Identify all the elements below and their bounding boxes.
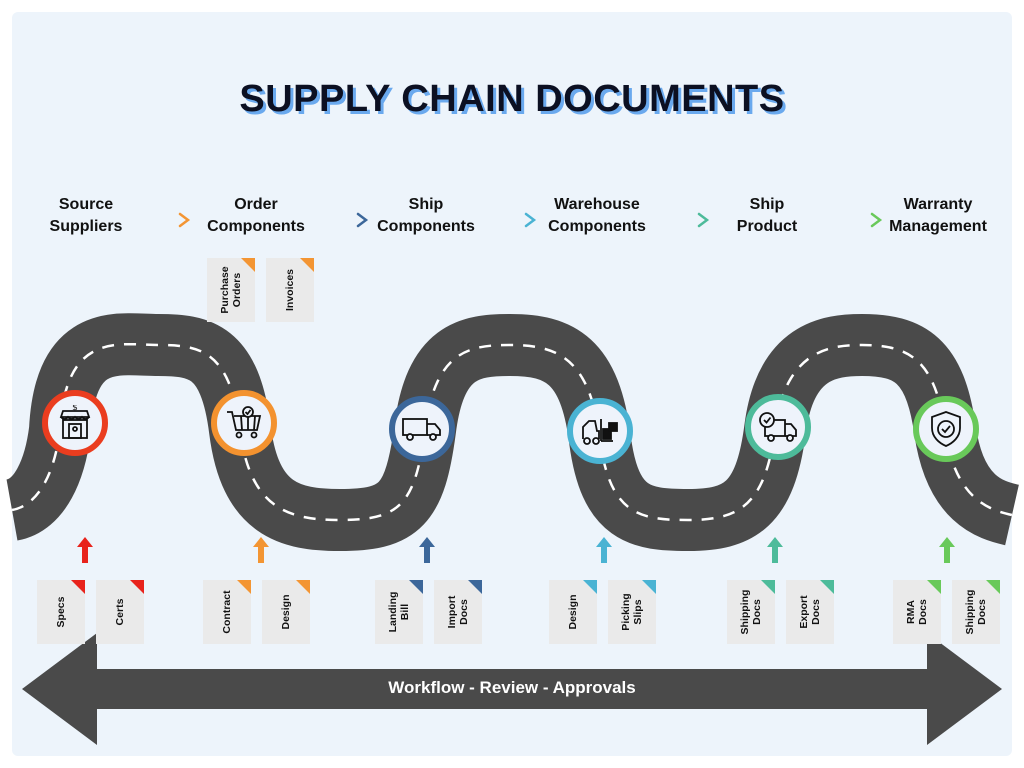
shield-icon [931,411,961,447]
workflow-double-arrow [22,633,1002,745]
winding-road [3,313,1020,552]
forklift-icon [582,419,618,445]
node-warranty-management [913,396,979,462]
stage-arrow-2 [316,212,369,228]
node-order-components [211,390,277,456]
delivery-truck-icon [759,412,797,442]
up-arrow-2 [253,537,269,563]
up-arrow-3 [419,537,435,563]
workflow-label: Workflow - Review - Approvals [388,678,636,697]
doc-contract: Contract [203,580,251,644]
doc-design-order: Design [262,580,310,644]
up-arrow-4 [596,537,612,563]
stage-arrow-1 [138,212,191,228]
doc-invoices: Invoices [266,258,314,322]
node-source-suppliers: $ [42,390,108,456]
node-ship-components [389,396,455,462]
up-arrow-1 [77,537,93,563]
svg-text:$: $ [72,405,78,413]
up-arrow-5 [767,537,783,563]
stage-arrow-3 [484,212,537,228]
up-arrow-6 [939,537,955,563]
node-ship-product [745,394,811,460]
diagram-background [12,12,1012,756]
cart-icon [227,406,262,439]
stage-arrow-5 [828,212,883,228]
doc-specs: Specs [37,580,85,644]
doc-certs: Certs [96,580,144,644]
shop-icon: $ [59,405,91,439]
stage-arrow-4 [657,212,710,228]
truck-icon [402,418,441,441]
doc-design-warehouse: Design [549,580,597,644]
node-warehouse-components [567,398,633,464]
page-title: SUPPLY CHAIN DOCUMENTS [239,78,785,120]
